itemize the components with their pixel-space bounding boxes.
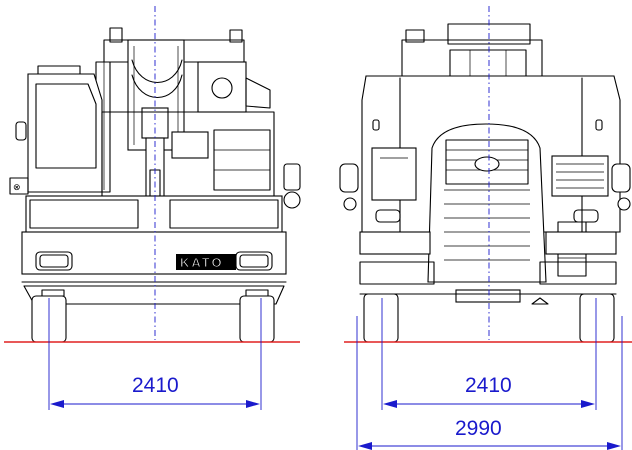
rear-track-dimension: 2410 — [48, 298, 262, 410]
rear-carrier-body: KATO — [21, 195, 287, 305]
front-width-dimension: 2990 — [356, 316, 623, 450]
front-track-label: 2410 — [465, 374, 512, 397]
front-width-label: 2990 — [455, 417, 502, 440]
front-bumper — [359, 209, 617, 305]
svg-text:⊗: ⊗ — [13, 182, 21, 192]
rear-cab: ⊗ — [9, 65, 103, 195]
front-side-equipment — [371, 147, 609, 277]
rear-boom-assembly — [95, 27, 273, 211]
front-upper-structure — [401, 23, 543, 79]
front-view — [339, 23, 631, 343]
rear-track-label: 2410 — [132, 374, 179, 397]
rear-tires — [31, 295, 275, 343]
brand-plate-text: KATO — [180, 255, 224, 270]
front-grille — [427, 123, 547, 303]
front-track-dimension: 2410 — [381, 298, 597, 410]
front-tires — [363, 293, 615, 343]
rear-deck — [101, 111, 301, 209]
rear-view: ⊗ KATO — [9, 27, 301, 343]
